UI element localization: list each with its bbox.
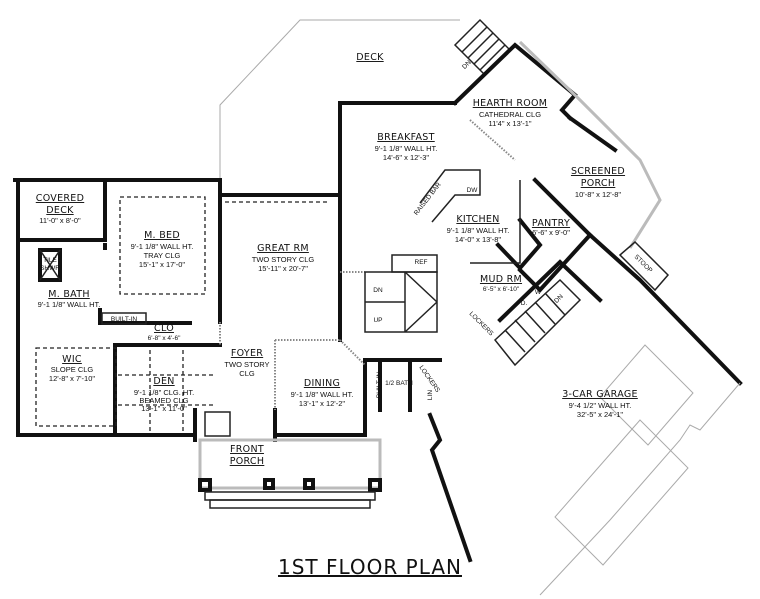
- dw-label: DW: [467, 187, 479, 194]
- tile-shwr-name2: SHWR: [40, 265, 60, 272]
- front-porch-name: FRONT: [230, 444, 264, 455]
- breakfast-name: BREAKFAST: [377, 132, 434, 143]
- m-bed-tray-ceiling: [119, 196, 206, 295]
- garage-size: 32'-5" x 24'-1": [577, 410, 623, 419]
- deck-stair-dn-label: DN: [461, 59, 473, 71]
- hearth-room-name: HEARTH ROOM: [473, 98, 548, 109]
- pantry-size: 6'-6" x 9'-0": [532, 228, 570, 237]
- den-beams: [118, 350, 215, 432]
- m-bed-name: M. BED: [144, 230, 180, 241]
- raised-bar-label: RAISED BAR: [413, 181, 443, 217]
- m-bed-size: 15'-1" x 17'-0": [139, 260, 185, 269]
- den-note: 9'-1 1/8" CLG. HT.: [134, 388, 194, 397]
- half-bath-name: 1/2 BATH: [385, 380, 413, 387]
- garage-name: 3-CAR GARAGE: [562, 389, 638, 400]
- m-bath-name: M. BATH: [48, 289, 90, 300]
- garage-stair-dn-label: DN: [553, 293, 565, 305]
- hearth-room-note: CATHEDRAL CLG: [479, 110, 541, 119]
- kitchen-note: 9'-1 1/8" WALL HT.: [447, 226, 510, 235]
- den-name: DEN: [153, 376, 174, 387]
- great-rm-size: 15'-11" x 20'-7": [258, 264, 308, 273]
- tile-shwr-name: TILE: [43, 257, 57, 264]
- hearth-room-size: 11'4" x 13'-1": [488, 119, 531, 128]
- ref-label: REF: [415, 259, 428, 266]
- deck-stairs: DN: [453, 18, 512, 77]
- screened-porch-name: SCREENED: [571, 166, 625, 177]
- den-size: 13'-1" x 11'-0": [141, 404, 187, 413]
- breakfast-size: 14'-6" x 12'-3": [383, 153, 429, 162]
- great-rm-name: GREAT RM: [257, 243, 309, 254]
- front-porch-name2: PORCH: [230, 456, 265, 467]
- exterior-walls: [13, 40, 743, 596]
- screened-porch-size: 10'-8" x 12'-8": [575, 190, 621, 199]
- wic-size: 12'-8" x 7'-10": [49, 374, 95, 383]
- breakfast-note: 9'-1 1/8" WALL HT.: [375, 144, 438, 153]
- mud-rm-size: 6'-5" x 6'-10": [483, 286, 520, 293]
- clo-size: 6'-8" x 4'-6": [148, 335, 181, 342]
- garage-doors: [554, 344, 694, 566]
- covered-deck-name2: DECK: [46, 205, 74, 216]
- deck-name: DECK: [356, 52, 384, 63]
- screened-porch-name2: PORCH: [581, 178, 616, 189]
- wic-slope-ceiling: [35, 347, 117, 427]
- den-note2: BEAMED CLG: [139, 396, 188, 405]
- dining-name: DINING: [304, 378, 340, 389]
- lockers-label-hall: LOCKERS: [417, 364, 441, 394]
- foyer-name: FOYER: [231, 348, 263, 359]
- stair-up-label: UP: [373, 317, 382, 324]
- interior-walls: [38, 217, 603, 442]
- built-in-bath-label: BUILT-IN: [111, 316, 138, 323]
- covered-deck-size: 11'-0" x 8'-0": [39, 216, 81, 225]
- room-labels: DECK HEARTH ROOM CATHEDRAL CLG 11'4" x 1…: [36, 52, 638, 467]
- stair-dn-label: DN: [373, 287, 383, 294]
- foyer-note2: CLG: [239, 369, 255, 378]
- foyer-note: TWO STORY: [224, 360, 269, 369]
- m-bed-note: 9'-1 1/8" WALL HT.: [131, 242, 194, 251]
- plan-title: 1ST FLOOR PLAN: [278, 555, 462, 579]
- great-rm-note: TWO STORY CLG: [252, 255, 315, 264]
- kitchen-name: KITCHEN: [456, 214, 499, 225]
- lin-label: LIN: [427, 390, 434, 400]
- lockers-label-mud: LOCKERS: [468, 310, 495, 337]
- wic-note: SLOPE CLG: [51, 365, 94, 374]
- dining-note: 9'-1 1/8" WALL HT.: [291, 390, 354, 399]
- openings: [219, 119, 516, 410]
- covered-deck-name: COVERED: [36, 193, 84, 204]
- mud-rm-name: MUD RM: [480, 274, 522, 285]
- built-in-hall-label: BUILT-IN: [376, 372, 383, 399]
- dining-size: 13'-1" x 12'-2": [299, 399, 345, 408]
- dryer-label: D.: [521, 300, 528, 307]
- clo-name: CLO: [154, 323, 174, 334]
- m-bed-note2: TRAY CLG: [144, 251, 181, 260]
- m-bath-note: 9'-1 1/8" WALL HT.: [38, 300, 101, 309]
- garage-note: 9'-4 1/2" WALL HT.: [569, 401, 632, 410]
- pantry-name: PANTRY: [532, 218, 570, 229]
- wic-name: WIC: [62, 354, 82, 365]
- built-in-box: [101, 312, 147, 325]
- front-porch: [198, 411, 382, 509]
- main-stair: DN UP: [364, 271, 438, 333]
- kitchen-size: 14'-0" x 13'-8": [455, 235, 501, 244]
- washer-label: W: [535, 289, 542, 296]
- deck-outline: [219, 19, 460, 190]
